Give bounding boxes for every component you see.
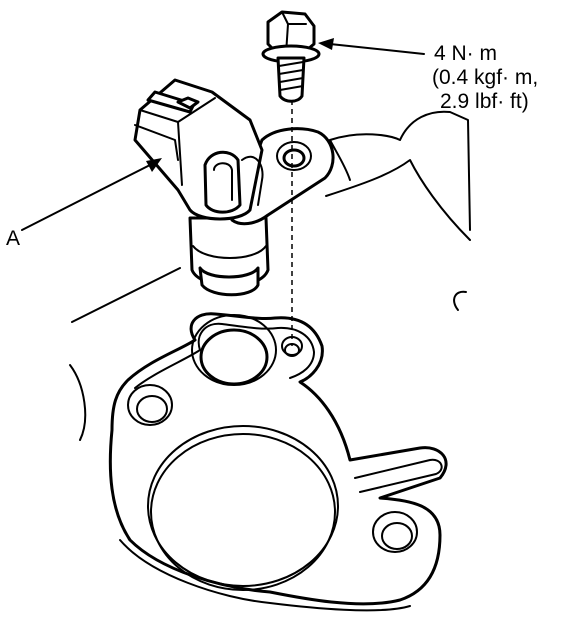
- torque-value-imperial: 2.9 lbf· ft): [440, 90, 529, 113]
- bolt: [261, 10, 321, 103]
- torque-value-kgf: (0.4 kgf· m,: [432, 66, 538, 89]
- part-label-a: A: [6, 227, 20, 250]
- sensor: [133, 78, 335, 297]
- housing-outline: [69, 110, 471, 441]
- leader-lines: [21, 38, 425, 231]
- gasket-plate: [108, 312, 448, 612]
- torque-value-metric: 4 N· m: [434, 42, 497, 65]
